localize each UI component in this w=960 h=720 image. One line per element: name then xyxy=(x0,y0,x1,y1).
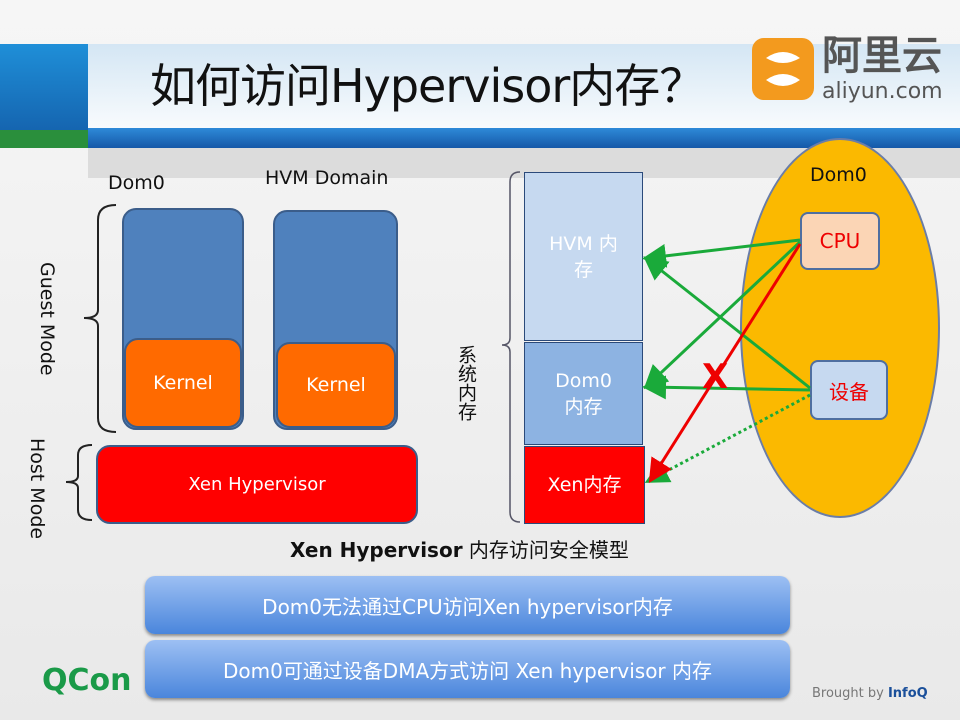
aliyun-logo-icon xyxy=(752,38,814,100)
ellipse-dom0-label: Dom0 xyxy=(810,164,867,186)
brought-by: Brought by InfoQ xyxy=(812,686,928,702)
qcon-logo: QCon xyxy=(42,663,132,698)
corner-blue-block xyxy=(0,44,88,130)
logo-en: aliyun.com xyxy=(822,79,943,104)
arrow-cpu-hvm xyxy=(642,238,801,268)
caption-bold: Xen Hypervisor xyxy=(290,538,463,562)
note-bar-2: Dom0可通过设备DMA方式访问 Xen hypervisor 内存 xyxy=(145,640,790,698)
arrow-device-dom0 xyxy=(642,375,811,400)
dom0-kernel: Kernel xyxy=(124,338,242,428)
infoq-logo: InfoQ xyxy=(887,686,928,701)
dom0-memory: Dom0 内存 xyxy=(524,342,643,445)
device-box: 设备 xyxy=(810,360,888,420)
hvm-domain-label: HVM Domain xyxy=(265,167,389,189)
host-mode-bracket xyxy=(65,444,93,521)
page-title: 如何访问Hypervisor内存？ xyxy=(150,59,705,113)
memory-bracket xyxy=(501,171,521,523)
arrow-cpu-dom0 xyxy=(643,240,802,390)
caption-rest: 内存访问安全模型 xyxy=(462,538,629,562)
diagram-caption: Xen Hypervisor 内存访问安全模型 xyxy=(290,538,629,562)
brought-text: Brought by xyxy=(812,686,888,701)
xen-hypervisor-box: Xen Hypervisor xyxy=(96,445,418,524)
hvm-kernel: Kernel xyxy=(276,342,396,428)
system-memory-label: 系统内存 xyxy=(455,345,477,421)
dom0-ellipse xyxy=(740,138,940,518)
blocked-x-mark: X xyxy=(702,357,728,397)
title-band xyxy=(88,44,960,128)
note-bar-1: Dom0无法通过CPU访问Xen hypervisor内存 xyxy=(145,576,790,634)
arrow-device-hvm xyxy=(643,256,811,390)
title-rule xyxy=(88,128,960,148)
guest-mode-bracket xyxy=(83,204,117,433)
arrow-device-xen-dma xyxy=(644,393,811,483)
xen-memory: Xen内存 xyxy=(524,446,645,524)
guest-mode-label: Guest Mode xyxy=(36,262,58,376)
cpu-box: CPU xyxy=(800,212,880,270)
host-mode-label: Host Mode xyxy=(26,438,48,540)
corner-green-strip xyxy=(0,130,88,148)
logo-cn: 阿里云 xyxy=(822,33,942,79)
dom0-label: Dom0 xyxy=(108,172,165,194)
arrow-cpu-xen-blocked xyxy=(648,243,802,484)
